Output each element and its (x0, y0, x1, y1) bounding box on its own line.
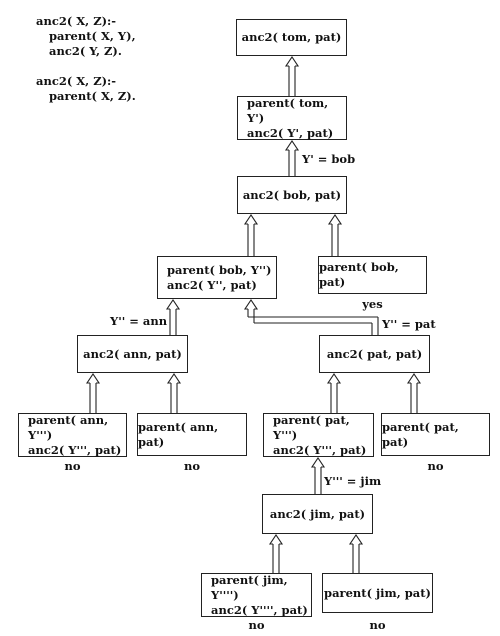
program-listing: anc2( X, Z):- parent( X, Y), anc2( Y, Z)… (36, 14, 136, 104)
node-text: anc2( tom, pat) (241, 30, 342, 44)
binding-label: Y''' = jim (324, 474, 382, 488)
arrow-n7-to-n4 (243, 299, 379, 335)
result-no: no (64, 459, 81, 473)
result-no: no (427, 459, 444, 473)
clause2-head: anc2( X, Z):- (36, 74, 117, 88)
arrow-n14-to-n12 (348, 534, 364, 573)
node-anc2-pat-pat: anc2( pat, pat) (319, 335, 430, 373)
node-parent-tom-y: parent( tom, Y') anc2( Y', pat) (237, 96, 347, 140)
node-text: anc2( Y''', pat) (28, 442, 122, 457)
arrow-n4-to-n3 (243, 214, 259, 256)
node-text: parent( jim, Y'''') (211, 572, 288, 602)
result-no: no (248, 618, 265, 632)
node-parent-bob-y: parent( bob, Y'') anc2( Y'', pat) (157, 256, 277, 299)
clause1-goal2: anc2( Y, Z). (49, 44, 122, 58)
clause1-goal1: parent( X, Y), (49, 29, 136, 43)
arrow-n2-to-n1 (284, 56, 300, 96)
node-parent-jim-pat: parent( jim, pat) (322, 573, 433, 613)
node-text: parent( bob, pat) (319, 260, 399, 289)
node-text: anc2( Y'''', pat) (211, 602, 308, 617)
node-parent-bob-pat: parent( bob, pat) (318, 256, 427, 294)
node-text: anc2( Y'', pat) (167, 277, 257, 292)
node-text: parent( jim, pat) (324, 585, 431, 600)
node-text: parent( ann, Y''') (28, 412, 109, 442)
node-text: parent( pat, Y''') (273, 412, 350, 442)
clause2-goal1: parent( X, Z). (49, 89, 136, 103)
binding-label: Y' = bob (302, 152, 356, 166)
node-text: anc2( pat, pat) (326, 346, 423, 361)
node-text: parent( ann, pat) (138, 419, 219, 449)
arrow-n10-to-n7 (326, 373, 342, 413)
clause1-head: anc2( X, Z):- (36, 14, 117, 28)
node-parent-pat-pat: parent( pat, pat) (381, 413, 490, 456)
node-anc2-tom-pat: anc2( tom, pat) (236, 19, 347, 56)
arrow-n3-to-n2 (284, 140, 300, 176)
node-text: anc2( ann, pat) (83, 346, 182, 361)
node-text: parent( bob, Y'') (167, 262, 272, 277)
node-parent-pat-y: parent( pat, Y''') anc2( Y''', pat) (263, 413, 374, 457)
node-text: anc2( Y''', pat) (273, 442, 367, 457)
binding-label: Y'' = ann (110, 314, 168, 328)
result-yes: yes (362, 297, 383, 311)
arrow-n12-to-n10 (310, 457, 326, 494)
node-parent-ann-y: parent( ann, Y''') anc2( Y''', pat) (18, 413, 127, 457)
node-text: parent( tom, Y') (247, 95, 329, 125)
node-anc2-ann-pat: anc2( ann, pat) (77, 335, 188, 373)
node-parent-ann-pat: parent( ann, pat) (137, 413, 247, 456)
node-anc2-bob-pat: anc2( bob, pat) (237, 176, 347, 214)
arrow-n6-to-n4 (165, 299, 181, 335)
node-text: anc2( Y', pat) (247, 125, 334, 140)
result-no: no (183, 459, 201, 473)
result-no: no (369, 618, 386, 632)
node-anc2-jim-pat: anc2( jim, pat) (262, 494, 373, 534)
node-text: anc2( jim, pat) (269, 506, 366, 521)
arrow-n8-to-n6 (85, 373, 101, 413)
arrow-n9-to-n6 (166, 373, 182, 413)
arrow-n11-to-n7 (406, 373, 422, 413)
arrow-n5-to-n3 (327, 214, 343, 256)
node-parent-jim-y: parent( jim, Y'''') anc2( Y'''', pat) (201, 573, 312, 617)
node-text: anc2( bob, pat) (242, 187, 342, 202)
binding-label: Y'' = pat (382, 317, 436, 331)
node-text: parent( pat, pat) (382, 419, 459, 449)
arrow-n13-to-n12 (268, 534, 284, 573)
